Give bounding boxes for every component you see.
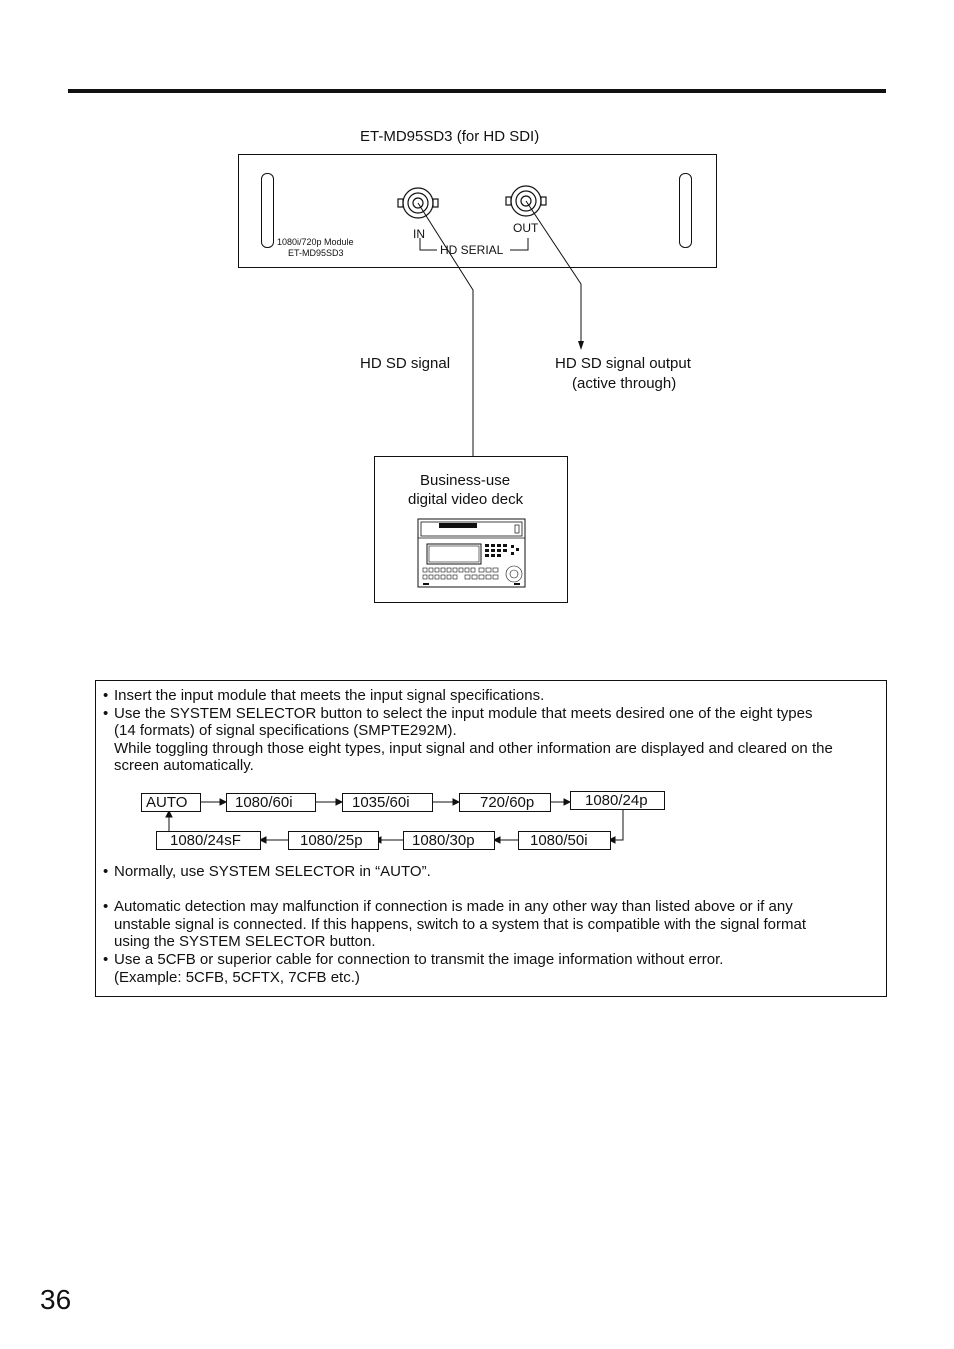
- format-1080-30p: 1080/30p: [403, 831, 495, 850]
- format-1080-24sf: 1080/24sF: [156, 831, 261, 850]
- input-cable: [417, 202, 474, 456]
- header-rule: [68, 89, 886, 93]
- module-plate-line2: ET-MD95SD3: [288, 248, 344, 258]
- format-1080-50i: 1080/50i: [518, 831, 611, 850]
- module-panel: [238, 154, 717, 268]
- format-1080-24p: 1080/24p: [570, 791, 665, 810]
- format-720-60p: 720/60p: [459, 793, 551, 812]
- output-signal-label-line1: HD SD signal output: [555, 355, 691, 372]
- in-bnc-connector-icon: [397, 187, 439, 219]
- format-1080-60i: 1080/60i: [226, 793, 316, 812]
- video-deck-icon: [417, 518, 526, 588]
- page-number: 36: [40, 1284, 72, 1315]
- module-plate-line1: 1080i/720p Module: [277, 237, 354, 247]
- format-1035-60i: 1035/60i: [342, 793, 433, 812]
- panel-handle-left: [261, 173, 274, 248]
- in-connector-label: IN: [413, 227, 425, 241]
- panel-handle-right: [679, 173, 692, 248]
- deck-label-line2: digital video deck: [408, 491, 524, 508]
- notes-box: • Insert the input module that meets the…: [95, 680, 887, 997]
- hd-serial-label: HD SERIAL: [440, 243, 504, 257]
- format-cycle-arrows: [165, 798, 624, 844]
- deck-label-line1: Business-use: [420, 472, 511, 489]
- output-cable: [525, 200, 582, 343]
- out-bnc-connector-icon: [505, 185, 547, 217]
- video-deck-box: [374, 456, 568, 603]
- format-auto: AUTO: [141, 793, 201, 812]
- output-signal-label-line2: (active through): [572, 375, 677, 392]
- input-signal-label: HD SD signal: [360, 355, 451, 372]
- out-connector-label: OUT: [513, 221, 539, 235]
- format-1080-25p: 1080/25p: [288, 831, 379, 850]
- module-title: ET-MD95SD3 (for HD SDI): [360, 128, 540, 145]
